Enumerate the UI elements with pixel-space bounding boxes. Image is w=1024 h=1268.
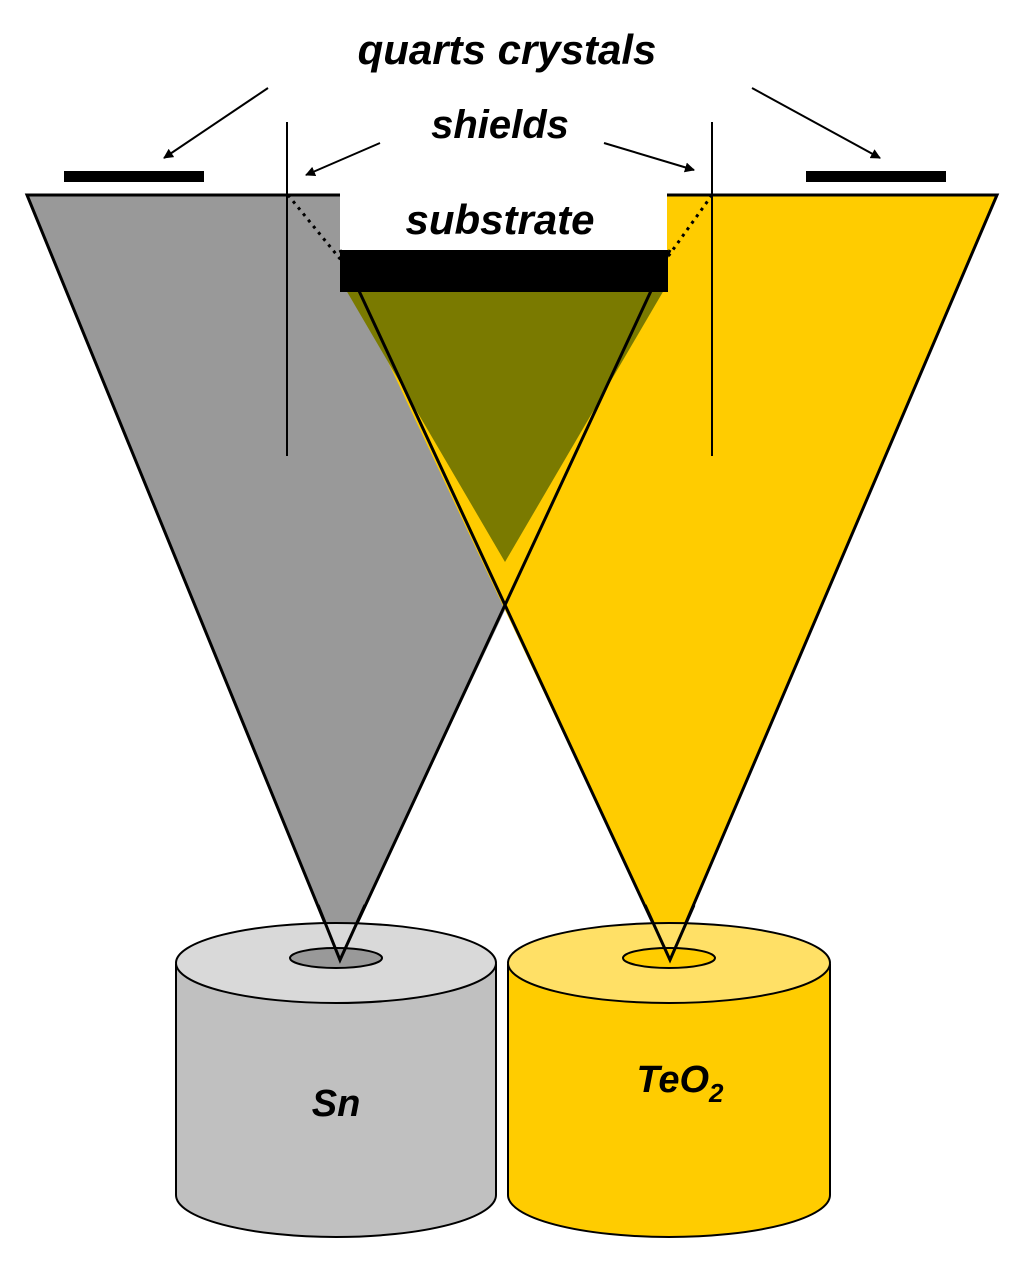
left-quartz-crystal bbox=[64, 171, 204, 182]
arrow-shield-left bbox=[305, 142, 381, 177]
teo2-cylinder-body bbox=[507, 964, 831, 1238]
arrow-quartz-left bbox=[163, 87, 269, 159]
teo2-label-subscript: 2 bbox=[708, 1078, 724, 1108]
sn-source-label: Sn bbox=[312, 1083, 361, 1125]
arrow-shield-right bbox=[603, 142, 695, 173]
substrate-gap-area bbox=[340, 170, 667, 252]
teo2-source-cylinder bbox=[507, 922, 831, 1238]
teo2-label-main: TeO bbox=[637, 1059, 710, 1101]
shields-label: shields bbox=[431, 103, 569, 147]
sn-cone-tip bbox=[316, 904, 367, 964]
arrow-quartz-right bbox=[751, 87, 881, 159]
teo2-cone-outline bbox=[338, 193, 1000, 964]
overlap-region bbox=[346, 290, 664, 562]
teo2-source-label: TeO2 bbox=[637, 1059, 725, 1108]
substrate-label: substrate bbox=[405, 196, 594, 243]
teo2-cone-tip bbox=[643, 904, 696, 964]
sn-source-cylinder bbox=[175, 922, 497, 1238]
substrate-bar bbox=[340, 250, 668, 292]
sn-cylinder-body bbox=[175, 964, 497, 1238]
quartz-crystals-label: quarts crystals bbox=[358, 26, 657, 73]
right-quartz-crystal bbox=[806, 171, 946, 182]
